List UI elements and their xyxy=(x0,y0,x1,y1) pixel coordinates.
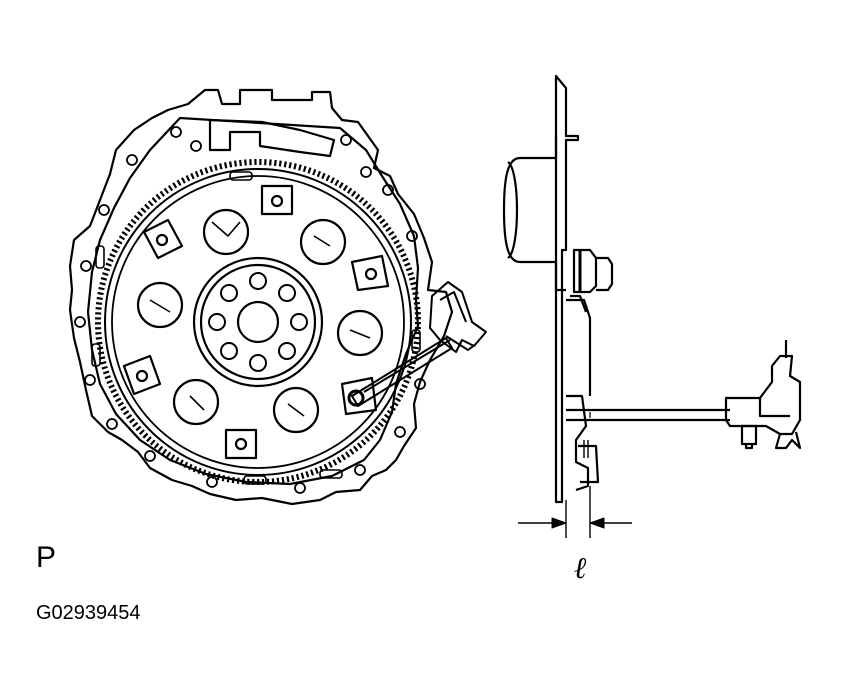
caliper-jaw xyxy=(774,340,802,450)
converter-stud xyxy=(583,440,589,458)
converter-bolt-tabs xyxy=(122,184,390,460)
drive-plate-section xyxy=(566,298,592,396)
ring-gear-root xyxy=(104,168,412,476)
cross-section-view xyxy=(502,74,802,538)
engine-housing-outline xyxy=(68,88,454,506)
caliper-slider xyxy=(724,354,802,436)
dimension-arrow-left xyxy=(551,517,567,529)
caliper-front-view xyxy=(351,281,487,407)
figure-code: G02939454 xyxy=(36,602,141,624)
top-bracket xyxy=(208,118,336,158)
dimension-symbol: ℓ xyxy=(574,552,587,585)
hub-bore xyxy=(236,300,280,344)
housing-bolt-bosses xyxy=(74,126,426,494)
ring-gear-outer xyxy=(95,159,421,485)
converter-bolt-head xyxy=(596,256,614,292)
crankshaft-bolt-holes xyxy=(208,272,308,372)
drive-plate-edge xyxy=(111,175,405,469)
drive-plate-inner xyxy=(570,294,588,313)
drive-plate-windows xyxy=(136,208,384,434)
crankshaft-end xyxy=(502,136,566,292)
crank-flange-plate xyxy=(554,74,580,504)
view-label: P xyxy=(36,541,57,574)
converter-nut xyxy=(578,444,600,484)
crankshaft-end-side xyxy=(507,161,519,259)
caliper-beam xyxy=(566,408,730,422)
hub-step xyxy=(199,263,317,381)
dimension-arrow-right xyxy=(589,517,605,529)
flywheel-front-view xyxy=(68,88,487,506)
window-inner-lines xyxy=(149,221,371,417)
caliper-inner-step xyxy=(758,398,790,418)
hub-outer xyxy=(192,256,324,388)
housing-slots xyxy=(91,171,421,485)
caliper-lock-screw xyxy=(740,424,758,450)
converter-bolt xyxy=(572,248,598,294)
